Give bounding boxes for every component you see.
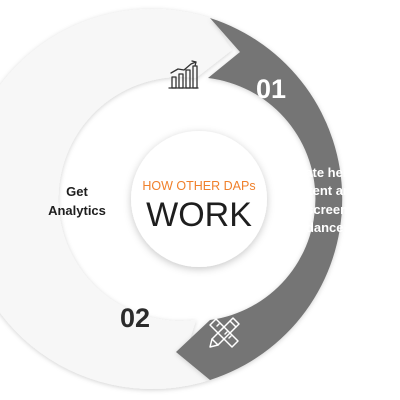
center-subtitle: HOW OTHER DAPs <box>142 179 255 193</box>
ruler-pencil-icon <box>209 317 240 348</box>
step-02-label-line-1: Get <box>66 184 88 199</box>
step-label-create-content: Create help content and on-screen guidan… <box>284 165 359 235</box>
step-01-label-line-4: guidance <box>286 220 343 235</box>
step-01-label-line-1: Create help <box>284 165 355 180</box>
step-number-02: 02 <box>120 303 150 333</box>
step-01-label-line-2: content and <box>285 183 359 198</box>
center-circle <box>131 131 267 267</box>
ring-segment-create-content <box>176 18 343 380</box>
step-number-01: 01 <box>256 74 286 104</box>
step-02-label-line-2: Analytics <box>48 203 106 218</box>
step-01-label-line-3: on-screen <box>286 202 348 217</box>
bar-chart-growth-icon <box>168 60 199 89</box>
center-title: WORK <box>146 196 252 234</box>
step-label-analytics: Get Analytics <box>48 184 106 218</box>
ring-segment-analytics <box>0 9 232 389</box>
